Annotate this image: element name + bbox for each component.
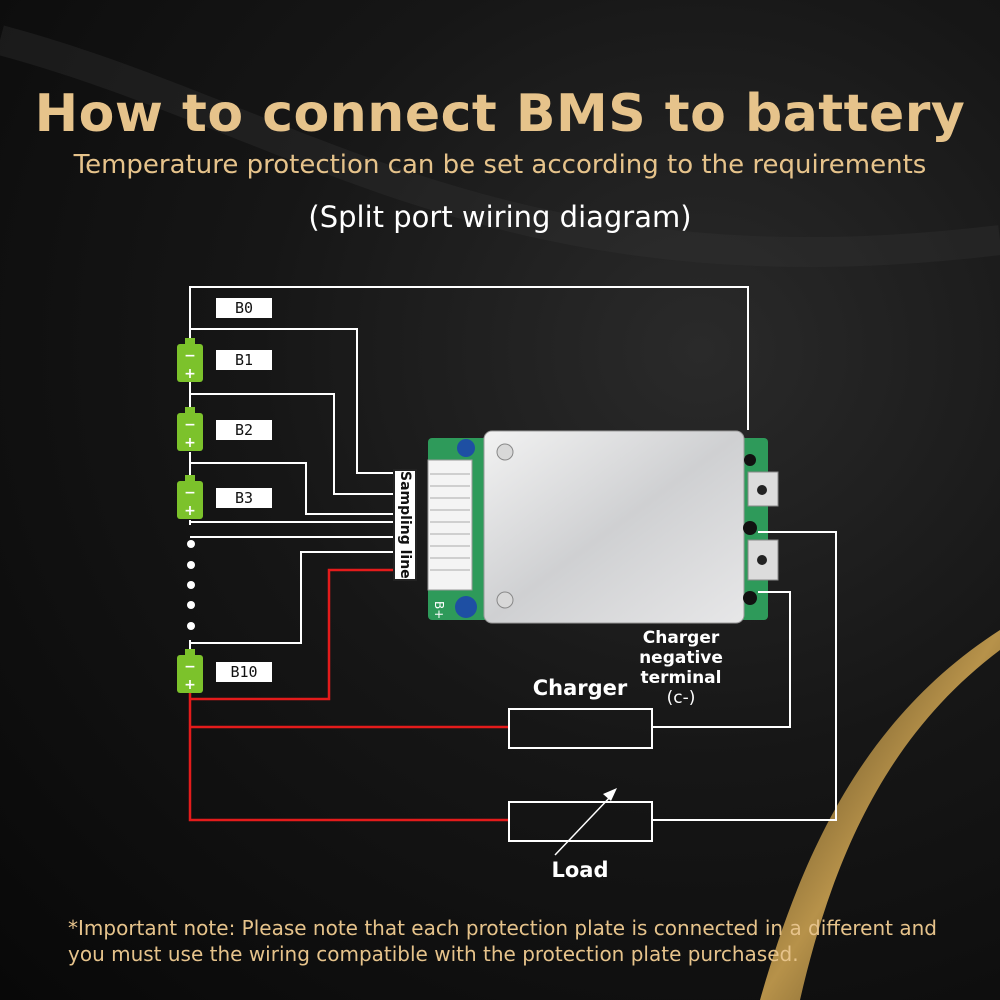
- svg-text:+: +: [184, 366, 196, 382]
- terminal-hole: [757, 555, 767, 565]
- board-marking: B+: [432, 601, 446, 619]
- battery-cell-3: − +: [177, 475, 203, 519]
- svg-text:−: −: [184, 348, 196, 364]
- screw: [496, 443, 514, 461]
- cell-label-b1: B1: [216, 350, 272, 370]
- terminal-hole: [743, 521, 757, 535]
- diagram-caption: (Split port wiring diagram): [308, 200, 692, 234]
- svg-text:+: +: [184, 503, 196, 519]
- capacitor: [457, 439, 475, 457]
- svg-text:+: +: [184, 677, 196, 693]
- svg-text:−: −: [184, 659, 196, 675]
- background-swoosh-dark: [0, 25, 1000, 267]
- battery-cell-1: − +: [177, 338, 203, 382]
- load-label: Load: [551, 858, 609, 882]
- charger-negative-label: Charger negative terminal (c-): [598, 628, 764, 708]
- battery-cell-2: − +: [177, 407, 203, 451]
- terminal-hole: [744, 454, 756, 466]
- page-title: How to connect BMS to battery: [34, 84, 966, 144]
- charger-negative-code: (c-): [666, 688, 696, 708]
- cell-label-b10: B10: [216, 662, 272, 682]
- heatsink-plate: [483, 430, 745, 624]
- svg-text:−: −: [184, 485, 196, 501]
- charger-box: [508, 708, 653, 749]
- white-wires: [189, 286, 837, 821]
- svg-text:+: +: [184, 435, 196, 451]
- positive-wires: [188, 568, 509, 822]
- terminal-hole: [757, 485, 767, 495]
- sampling-line-label: Sampling line: [393, 469, 417, 581]
- cell-label-b2: B2: [216, 420, 272, 440]
- important-note: *Important note: Please note that each p…: [68, 916, 937, 966]
- ellipsis-dots: [187, 540, 195, 630]
- battery-cell-10: − +: [177, 649, 203, 693]
- background-swoosh: [760, 630, 1000, 1000]
- bms-board: B+: [427, 430, 779, 624]
- page-subtitle: Temperature protection can be set accord…: [73, 150, 927, 180]
- terminal-hole: [743, 591, 757, 605]
- capacitor: [455, 596, 477, 618]
- charger-negative-text: Charger negative terminal: [639, 628, 723, 688]
- screw: [496, 591, 514, 609]
- load-arrow-icon: [554, 788, 617, 856]
- sampling-connector: [427, 459, 473, 591]
- charger-label: Charger: [532, 676, 628, 700]
- svg-text:−: −: [184, 417, 196, 433]
- cell-label-b0: B0: [216, 298, 272, 318]
- cell-label-b3: B3: [216, 488, 272, 508]
- load-box: [508, 801, 653, 842]
